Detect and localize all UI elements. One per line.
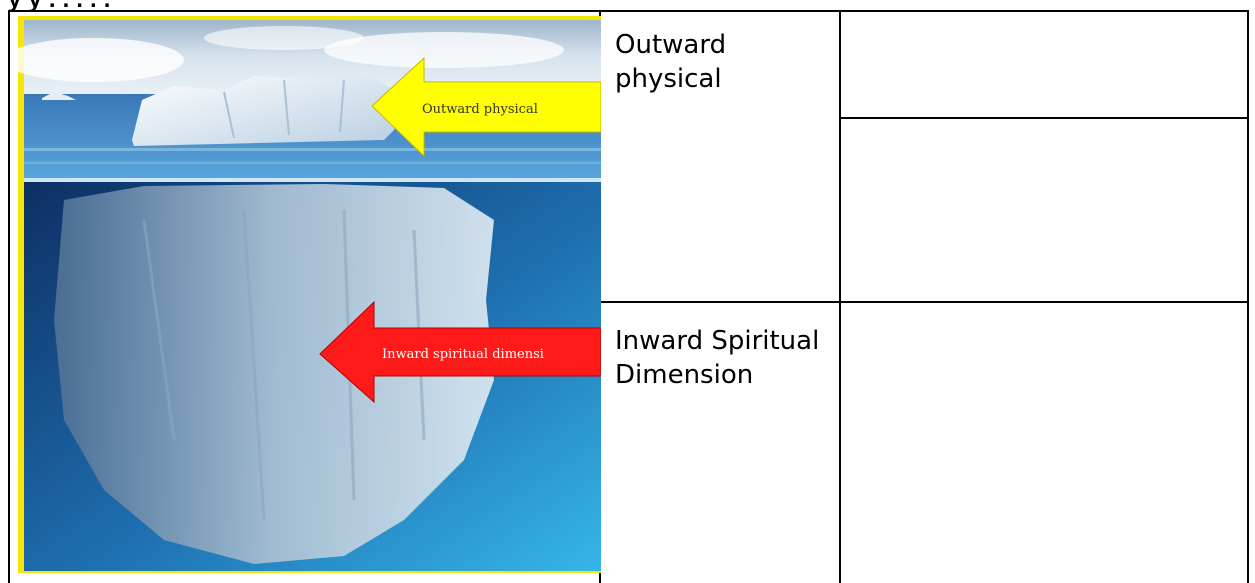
iceberg-image: Outward physical Inward spiritual dimens… — [4, 16, 602, 573]
iceberg-underwater-texture — [142, 209, 426, 521]
table-border-right — [1247, 10, 1249, 583]
row-divider-top-right — [839, 117, 1248, 119]
table-border-left — [8, 10, 10, 583]
page-heading: y y . . . . . — [8, 0, 111, 12]
row-label-inward-line2: Dimension — [615, 360, 754, 390]
heading-clip: y y . . . . . — [0, 0, 1255, 12]
iceberg-tip-texture — [223, 79, 345, 139]
iceberg-tip — [132, 72, 400, 146]
cloud — [4, 38, 184, 82]
ripple — [24, 148, 601, 151]
column-divider-2 — [839, 10, 841, 583]
iceberg-illustration: Outward physical Inward spiritual dimens… — [4, 16, 602, 573]
outward-arrow-label: Outward physical — [422, 102, 538, 117]
answer-cell-inward[interactable] — [841, 303, 1247, 583]
row-label-outward-line1: Outward — [615, 30, 727, 60]
outward-arrow: Outward physical — [371, 56, 602, 158]
row-label-outward: Outward physical — [615, 28, 726, 96]
row-label-outward-line2: physical — [615, 64, 722, 94]
cloud — [204, 26, 364, 50]
distant-iceberg — [42, 92, 76, 100]
inward-arrow-label: Inward spiritual dimensi — [382, 347, 544, 362]
row-label-inward: Inward Spiritual Dimension — [615, 324, 819, 392]
answer-cell-outward-1[interactable] — [841, 12, 1247, 117]
answer-cell-outward-2[interactable] — [841, 119, 1247, 301]
cloud — [324, 32, 564, 68]
waterline — [24, 178, 601, 182]
ripple — [24, 162, 601, 164]
iceberg-underwater — [54, 184, 494, 564]
row-divider-middle — [599, 301, 1248, 303]
row-label-inward-line1: Inward Spiritual — [615, 326, 820, 356]
table-border-top — [8, 10, 1248, 12]
